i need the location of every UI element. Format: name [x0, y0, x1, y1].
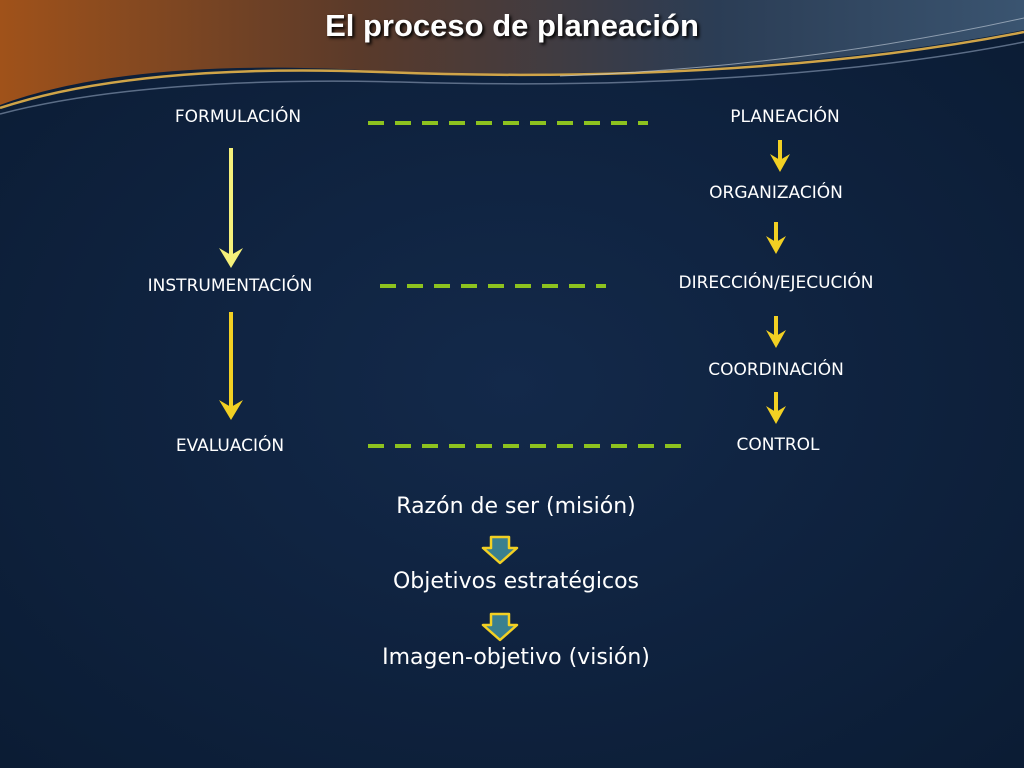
label-razon-de-ser: Razón de ser (misión)	[396, 494, 636, 519]
label-formulacion: FORMULACIÓN	[174, 107, 302, 127]
label-objetivos-estrategicos: Objetivos estratégicos	[392, 569, 640, 594]
arrow-coordinacion-to-control	[766, 392, 786, 424]
slide-title: El proceso de planeación	[325, 8, 699, 43]
arrow-formulacion-to-instrumentacion	[219, 148, 243, 268]
label-control: CONTROL	[736, 435, 820, 455]
block-arrow-objetivos-to-vision	[481, 612, 519, 642]
arrow-direccion-to-coordinacion	[766, 316, 786, 348]
label-organizacion: ORGANIZACIÓN	[709, 183, 843, 203]
arrow-organizacion-to-direccion	[766, 222, 786, 254]
label-evaluacion: EVALUACIÓN	[175, 436, 285, 456]
label-imagen-objetivo: Imagen-objetivo (visión)	[382, 645, 650, 670]
arrow-planeacion-to-organizacion	[770, 140, 790, 172]
block-arrow-mision-to-objetivos	[481, 535, 519, 565]
arrow-instrumentacion-to-evaluacion	[219, 312, 243, 420]
label-coordinacion: COORDINACIÓN	[708, 360, 844, 380]
label-planeacion: PLANEACIÓN	[730, 107, 840, 127]
label-direccion-ejecucion: DIRECCIÓN/EJECUCIÓN	[678, 273, 874, 293]
label-instrumentacion: INSTRUMENTACIÓN	[147, 276, 313, 296]
header-swoosh	[0, 0, 1024, 105]
